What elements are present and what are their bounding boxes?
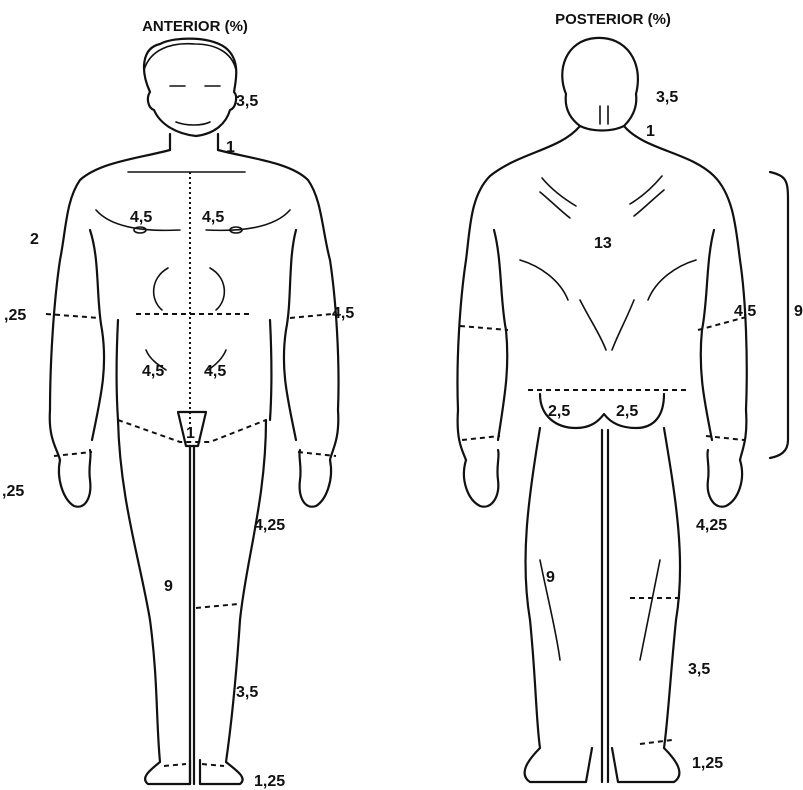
post-arm-right-pct: 4,5 [734, 303, 756, 320]
post-buttock-right-pct: 2,5 [616, 403, 638, 420]
anterior-title: ANTERIOR (%) [142, 18, 248, 35]
post-edge-cut-pct: 9 [794, 303, 803, 320]
ant-thigh-right-pct: 4,25 [254, 517, 285, 534]
ant-chest-left-pct: 4,5 [130, 209, 152, 226]
ant-abdomen-right-pct: 4,5 [204, 363, 226, 380]
ant-upper-arm-left-pct: 2 [30, 231, 39, 248]
ant-hand-left-pct: ,25 [2, 483, 24, 500]
post-leg-left-pct: 9 [546, 569, 555, 586]
ant-calf-right-pct: 3,5 [236, 684, 258, 701]
posterior-title: POSTERIOR (%) [555, 11, 671, 28]
ant-chest-right-pct: 4,5 [202, 209, 224, 226]
ant-head-pct: 3,5 [236, 93, 258, 110]
post-thigh-right-pct: 4,25 [696, 517, 727, 534]
post-neck-pct: 1 [646, 123, 655, 140]
post-head-pct: 3,5 [656, 89, 678, 106]
post-foot-right-pct: 1,25 [692, 755, 723, 772]
ant-leg-left-pct: 9 [164, 578, 173, 595]
post-buttock-left-pct: 2,5 [548, 403, 570, 420]
ant-genitals-pct: 1 [186, 425, 195, 442]
post-back-pct: 13 [594, 235, 612, 252]
anterior-figure [46, 39, 339, 784]
ant-foot-right-pct: 1,25 [254, 773, 285, 790]
ant-forearm-left-pct: ,25 [4, 307, 26, 324]
post-calf-right-pct: 3,5 [688, 661, 710, 678]
ant-arm-right-pct: 4,5 [332, 305, 354, 322]
ant-abdomen-left-pct: 4,5 [142, 363, 164, 380]
ant-neck-pct: 1 [226, 139, 235, 156]
